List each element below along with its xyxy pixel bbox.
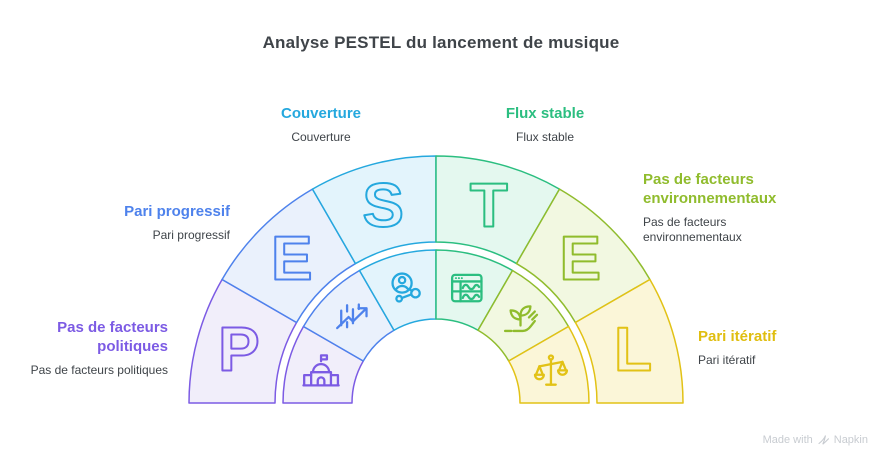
label-sublabel: Pas de facteurs environnementaux — [643, 215, 742, 244]
bar-chart-arrow-icon — [336, 303, 368, 330]
label-facteurs-environnementaux: Pas de facteurs environnementaux Pas de … — [643, 170, 818, 245]
label-sublabel: Couverture — [291, 130, 351, 144]
label-heading: Pas de facteurs environnementaux — [643, 171, 777, 207]
government-building-icon — [302, 354, 340, 387]
browser-wave-icon — [450, 273, 483, 303]
segment-legal-outer — [574, 278, 684, 404]
segment-letter-politique: P — [218, 316, 259, 385]
label-heading: Pari itératif — [698, 328, 777, 345]
social-share-icon — [391, 272, 421, 303]
segment-letter-environnemental: E — [560, 224, 601, 293]
label-heading: Flux stable — [505, 105, 585, 122]
label-sublabel: Flux stable — [515, 130, 575, 144]
segment-letter-technologique: T — [470, 171, 508, 240]
segment-letter-economique: E — [271, 224, 312, 293]
label-heading: Couverture — [280, 105, 362, 122]
napkin-logo-icon — [818, 435, 829, 445]
plant-sprout-icon — [503, 305, 539, 333]
label-facteurs-politiques: Pas de facteurs politiques Pas de facteu… — [24, 318, 168, 378]
label-heading: Pari progressif — [124, 203, 230, 220]
scales-icon — [533, 354, 569, 386]
watermark-made-with: Made with — [762, 434, 813, 446]
label-couverture: Couverture Couverture — [241, 104, 401, 145]
segment-letter-social: S — [363, 171, 404, 240]
watermark-brand: Napkin — [833, 434, 868, 446]
label-sublabel: Pas de facteurs politiques — [30, 363, 168, 377]
label-sublabel: Pari progressif — [152, 228, 230, 242]
label-sublabel: Pari itératif — [698, 353, 756, 367]
label-heading: Pas de facteurs politiques — [57, 319, 168, 355]
page-title: Analyse PESTEL du lancement de musique — [262, 33, 620, 52]
label-pari-progressif: Pari progressif Pari progressif — [70, 202, 230, 243]
watermark: Made with Napkin — [763, 434, 868, 446]
label-pari-iteratif: Pari itératif Pari itératif — [698, 327, 848, 368]
segment-letter-legal: L — [614, 316, 652, 385]
label-flux-stable: Flux stable Flux stable — [465, 104, 625, 145]
